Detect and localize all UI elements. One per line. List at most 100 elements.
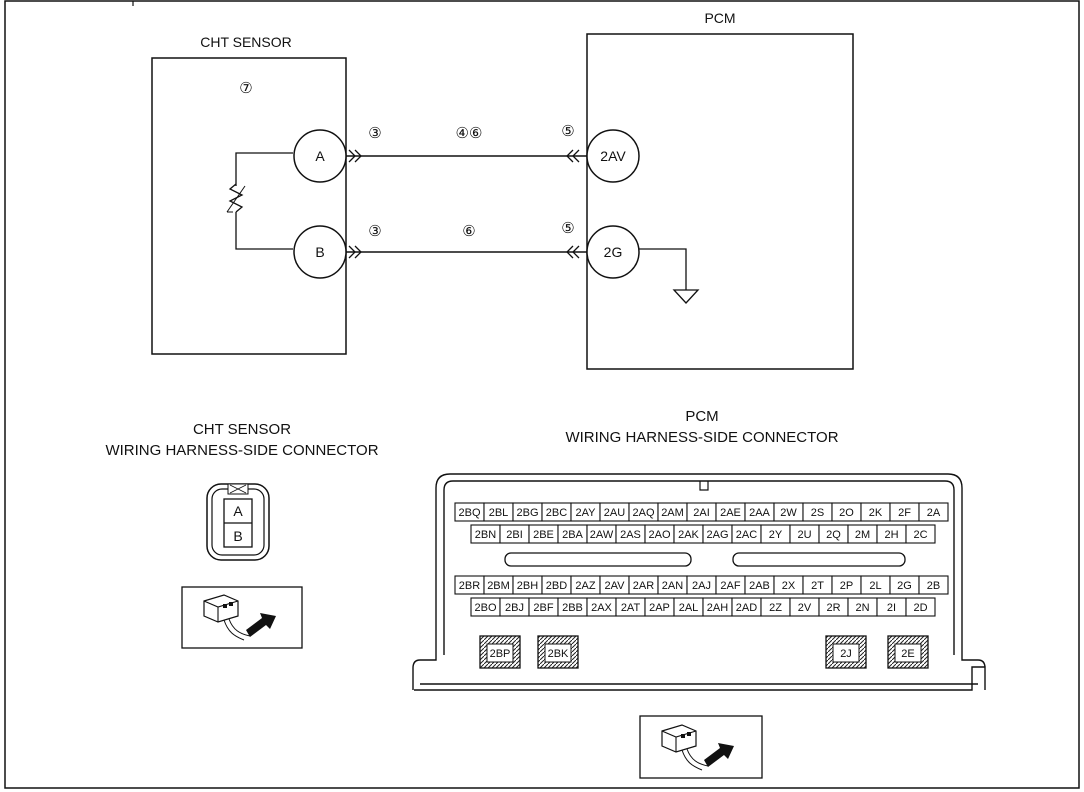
pcm-pin-label: 2AL [679, 602, 699, 614]
pcm-pin-cell [918, 502, 949, 522]
pcm-pin-label: 2AB [749, 580, 770, 592]
pcm-big-pin-2j: 2J [825, 635, 867, 669]
wire-b-note-mid: ⑥ [462, 223, 475, 240]
pcm-pin-label: 2F [898, 507, 911, 519]
pcm-pin-label: 2BQ [458, 507, 480, 519]
pcm-pin-label: 2AU [604, 507, 625, 519]
pcm-pin-label: 2C [913, 529, 927, 541]
pcm-pin-label: 2AV [605, 580, 626, 592]
pcm-big-pin-2bk-label: 2BK [548, 648, 569, 660]
wire-a-note-right: ⑤ [561, 123, 574, 140]
pcm-big-pin-2bp: 2BP [479, 635, 521, 669]
cht-connector-face [206, 483, 270, 561]
pcm-pin-label: 2A [927, 507, 941, 519]
pcm-pin-cell [918, 575, 949, 595]
pcm-pin-label: 2V [798, 602, 812, 614]
pcm-pin-label: 2BO [474, 602, 496, 614]
pcm-pin-2av-label: 2AV [600, 148, 626, 164]
pcm-pin-label: 2AI [693, 507, 710, 519]
pcm-pin-label: 2H [884, 529, 898, 541]
pcm-harness-view-icon [639, 715, 763, 779]
pcm-slot-left [504, 552, 692, 567]
pcm-pin-label: 2L [869, 580, 881, 592]
cht-harness-view-icon [181, 586, 303, 649]
cht-cavity-b: B [233, 528, 242, 544]
pcm-pin-label: 2M [855, 529, 870, 541]
pcm-pin-label: 2G [897, 580, 912, 592]
pcm-pin-cell [905, 524, 936, 544]
pcm-pin-label: 2AN [662, 580, 683, 592]
pcm-pin-label: 2BN [475, 529, 496, 541]
pcm-pin-label: 2AJ [692, 580, 711, 592]
pcm-pin-label: 2AK [678, 529, 699, 541]
pcm-pin-label: 2K [869, 507, 883, 519]
pcm-pin-label: 2S [811, 507, 824, 519]
pcm-pin-label: 2P [840, 580, 853, 592]
pcm-big-pin-2e-label: 2E [901, 648, 914, 660]
cht-cavity-a: A [233, 503, 243, 519]
pcm-slot-right [732, 552, 906, 567]
pcm-big-pin-2j-label: 2J [840, 648, 852, 660]
pcm-pin-label: 2BG [516, 507, 538, 519]
pcm-pin-label: 2BA [562, 529, 583, 541]
ground-icon [672, 289, 700, 304]
wire-a-note-left: ③ [368, 125, 381, 142]
pcm-pin-cell [905, 597, 936, 617]
pcm-pin-label: 2BH [517, 580, 538, 592]
pcm-pin-label: 2W [780, 507, 797, 519]
circled-note-7: ⑦ [239, 80, 252, 97]
pcm-pin-label: 2T [811, 580, 824, 592]
connector-chevron-icon [348, 149, 580, 259]
pcm-pin-label: 2BL [489, 507, 509, 519]
pcm-pin-label: 2AT [621, 602, 641, 614]
sensor-pin-b-label: B [315, 244, 324, 260]
pcm-pin-label: 2AM [661, 507, 684, 519]
pcm-pin-label: 2N [855, 602, 869, 614]
page-border [4, 0, 1080, 789]
pcm-pin-label: 2AE [720, 507, 741, 519]
pcm-pin-label: 2I [887, 602, 896, 614]
wire-a-note-mid: ④⑥ [456, 125, 483, 142]
pcm-pin-label: 2AP [649, 602, 670, 614]
pcm-pin-label: 2AD [736, 602, 757, 614]
ground-wire [639, 248, 687, 290]
pcm-pin-2g-label: 2G [604, 244, 623, 260]
thermistor-symbol [226, 183, 246, 213]
pcm-pin-label: 2AS [620, 529, 641, 541]
pcm-pin-label: 2AY [576, 507, 597, 519]
cht-sensor-box [151, 57, 347, 355]
pcm-pin-label: 2AQ [632, 507, 654, 519]
pcm-pin-label: 2BM [487, 580, 510, 592]
pcm-pin-label: 2AG [706, 529, 728, 541]
pcm-pin-label: 2AZ [575, 580, 595, 592]
pcm-pin-label: 2AH [707, 602, 728, 614]
pcm-box [586, 33, 854, 370]
pcm-pin-label: 2AR [633, 580, 654, 592]
pcm-pin-label: 2AA [749, 507, 770, 519]
wire-b-note-right: ⑤ [561, 220, 574, 237]
pcm-pin-label: 2AO [648, 529, 670, 541]
pcm-connector-title-1: PCM [685, 408, 718, 425]
pcm-pin-label: 2Z [769, 602, 782, 614]
pcm-pin-label: 2R [826, 602, 840, 614]
pcm-pin-label: 2B [927, 580, 940, 592]
thermistor-loop [235, 152, 293, 250]
pcm-pin-label: 2D [913, 602, 927, 614]
pcm-label: PCM [704, 10, 735, 26]
cht-connector-title-2: WIRING HARNESS-SIDE CONNECTOR [105, 442, 378, 459]
pcm-pin-label: 2BD [546, 580, 567, 592]
pcm-pin-label: 2BR [459, 580, 480, 592]
pcm-pin-label: 2BF [533, 602, 553, 614]
pcm-pin-label: 2AF [720, 580, 740, 592]
pcm-pin-label: 2AC [736, 529, 757, 541]
pcm-pin-label: 2BC [546, 507, 567, 519]
pcm-pin-label: 2Q [826, 529, 841, 541]
pcm-pin-label: 2O [839, 507, 854, 519]
pcm-big-pin-2bk: 2BK [537, 635, 579, 669]
pcm-big-pin-2bp-label: 2BP [490, 648, 511, 660]
pcm-pin-label: 2AW [590, 529, 614, 541]
cht-sensor-label: CHT SENSOR [200, 34, 292, 50]
pcm-pin-label: 2AX [591, 602, 612, 614]
